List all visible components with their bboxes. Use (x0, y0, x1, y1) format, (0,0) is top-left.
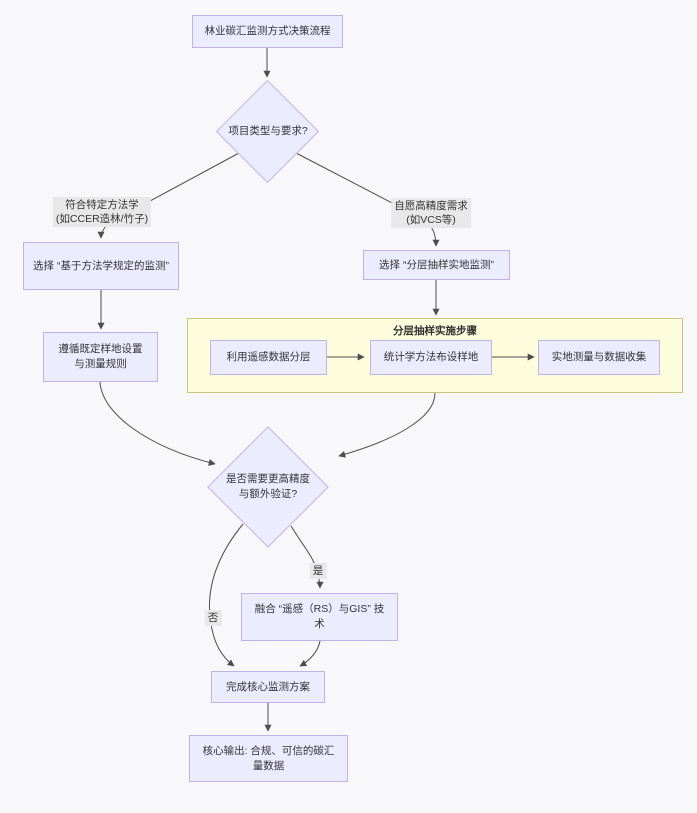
node-select-methodology: 选择 “基于方法学规定的监测” (23, 242, 179, 290)
decision-project-type-label: 项目类型与要求? (228, 125, 308, 137)
edge-rsgis-to-complete (299, 640, 321, 667)
node-follow-rules: 遵循既定样地设置 与测量规则 (43, 332, 158, 382)
node-field-measure: 实地测量与数据收集 (538, 340, 660, 375)
subgraph-title: 分层抽样实施步骤 (393, 325, 477, 337)
node-output: 核心输出: 合规、可信的碳汇量数据 (189, 735, 348, 782)
node-complete: 完成核心监测方案 (211, 671, 325, 703)
decision-precision-line2: 与额外验证? (238, 488, 298, 500)
decision-precision-label: 是否需要更高精度 与额外验证? (198, 472, 338, 502)
edge-label-no: 否 (204, 610, 222, 626)
node-select-sampling: 选择 “分层抽样实地监测” (363, 250, 510, 280)
node-stat-plots: 统计学方法布设样地 (370, 340, 492, 375)
decision-precision-line1: 是否需要更高精度 (226, 473, 310, 485)
edge-label-voluntary: 自愿高精度需求 (如VCS等) (391, 198, 471, 228)
edge-subgraph-to-decision2 (338, 392, 436, 458)
node-follow-rules-line1: 遵循既定样地设置 (58, 343, 143, 355)
node-rs-stratify: 利用遥感数据分层 (210, 340, 327, 375)
edge-label-voluntary-line1: 自愿高精度需求 (394, 200, 468, 212)
edge-label-voluntary-line2: (如VCS等) (406, 214, 456, 226)
edge-rules-to-decision2 (99, 381, 216, 466)
edge-label-methodology-line1: 符合特定方法学 (65, 199, 139, 211)
node-follow-rules-line2: 与测量规则 (74, 358, 127, 370)
edge-label-methodology-line2: (如CCER造林/竹子) (55, 213, 149, 225)
node-rs-gis: 融合 “遥感（RS）与GIS” 技术 (241, 593, 398, 641)
edge-label-methodology: 符合特定方法学 (如CCER造林/竹子) (52, 197, 152, 227)
edge-label-yes: 是 (309, 563, 327, 579)
edge-no-to-complete (208, 523, 244, 667)
node-start: 林业碳汇监测方式决策流程 (192, 15, 343, 48)
